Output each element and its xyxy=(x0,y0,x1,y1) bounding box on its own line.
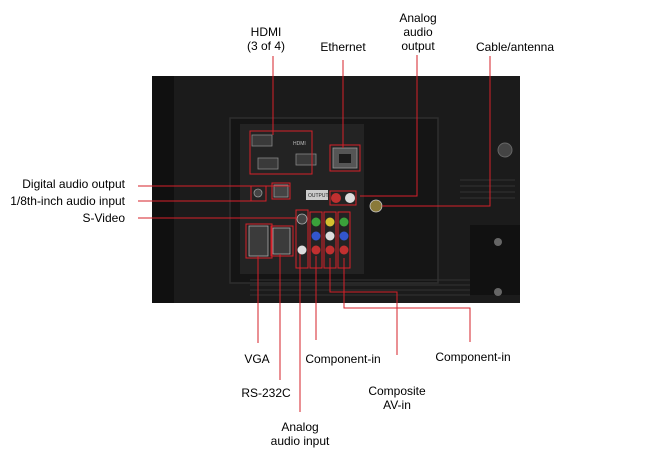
label-analog-audio-input: Analog audio input xyxy=(270,420,330,448)
tv-left-bezel xyxy=(152,76,174,303)
label-ethernet: Ethernet xyxy=(320,40,366,54)
rs232-port xyxy=(272,227,291,255)
callout-lines xyxy=(138,55,491,412)
vent-grille xyxy=(250,179,515,296)
vga-port xyxy=(248,225,269,257)
screw xyxy=(497,142,513,158)
hdmi-port-3 xyxy=(295,153,317,166)
label-composite: Composite AV-in xyxy=(368,384,426,412)
label-component-in-left: Component-in xyxy=(305,352,381,366)
audio-in-jack xyxy=(253,188,263,198)
label-hdmi: HDMI (3 of 4) xyxy=(246,25,285,53)
hdmi-port-1 xyxy=(251,134,273,147)
label-digital-audio-output: Digital audio output xyxy=(22,177,125,191)
label-vga: VGA xyxy=(244,352,270,366)
label-analog-audio-output: Analog audio output xyxy=(399,11,437,53)
coax-connector xyxy=(369,199,383,213)
label-s-video: S-Video xyxy=(82,211,125,225)
label-audio-input-18: 1/8th-inch audio input xyxy=(10,194,125,208)
label-rs232c: RS-232C xyxy=(241,386,291,400)
output-tag xyxy=(306,190,328,200)
svg-text:OUTPUT: OUTPUT xyxy=(308,193,329,199)
label-component-in-right: Component-in xyxy=(435,350,511,364)
digital-audio-port xyxy=(273,184,289,198)
label-cable-antenna: Cable/antenna xyxy=(475,40,555,54)
hdmi-port-2 xyxy=(257,157,279,170)
hdmi-logo-text: HDMI xyxy=(293,141,306,147)
